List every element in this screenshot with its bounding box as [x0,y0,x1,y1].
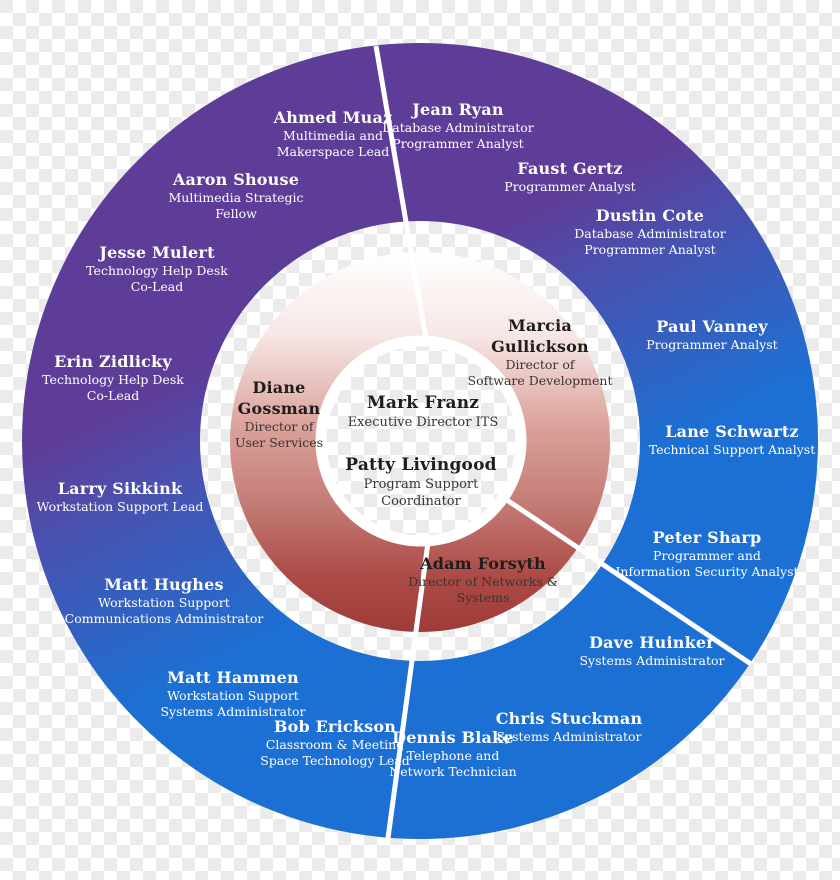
person-name: Dennis Blake [392,728,514,747]
person-name: Mark Franz [366,393,480,413]
person-name: Aaron Shouse [172,170,300,189]
person-title: Systems Administrator [496,729,642,744]
person-title: Programmer and [653,548,761,563]
person-name: Faust Gertz [517,159,623,178]
person-name: Matt Hammen [167,668,299,687]
person-name: Gullickson [491,337,589,356]
person-title: Coordinator [381,494,461,509]
person-title: Communications Administrator [64,610,264,626]
person-name: Peter Sharp [652,528,762,547]
person-title: Technical Support Analyst [648,442,816,457]
person-title: Classroom & Meeting [265,737,405,752]
person-name: Paul Vanney [656,317,768,336]
person-name: Jean Ryan [412,100,504,119]
person-title: Space Technology Lead [260,752,410,768]
person-name: Larry Sikkink [57,479,183,498]
person-title: Database Administrator [574,226,726,241]
person-name: Gossman [237,399,321,418]
person-title: Co-Lead [86,387,140,403]
person-title: Multimedia Strategic [168,190,304,205]
person-name: Dustin Cote [595,206,705,225]
sector-divider-right [496,491,753,667]
outer-ring [22,43,818,839]
center-hole-rim [315,335,527,547]
person-name: Patty Livingood [345,455,497,475]
person-title: Technology Help Desk [86,263,228,278]
person-title: Director of [244,419,314,434]
sector-divider-bottom [385,534,432,839]
person-name: Adam Forsyth [420,554,546,573]
person-title: Programmer Analyst [504,179,636,194]
person-name: Marcia [508,316,572,335]
person-title: Programmer Analyst [584,241,716,257]
person-title: Software Development [467,372,613,388]
person-title: Systems Administrator [579,653,725,668]
person-name: Matt Hughes [104,575,224,594]
person-title: Workstation Support [167,688,299,703]
person-title: Director of Networks & [408,574,558,589]
person-title: Telephone and [406,748,500,763]
person-title: Database Administrator [382,120,534,135]
sector-divider-top [373,45,430,346]
person-title: Systems [456,589,510,605]
person-name: Ahmed Muaz [273,108,393,127]
person-title: Technology Help Desk [42,372,184,387]
center-hole [326,346,516,536]
person-name: Lane Schwartz [665,422,799,441]
person-name: Dave Huinker [589,633,715,652]
person-title: Director of [505,357,575,372]
person-title: Workstation Support [98,595,230,610]
person-name: Jesse Mulert [99,243,215,262]
person-title: Systems Administrator [160,703,306,719]
person-title: Executive Director ITS [347,415,499,430]
person-name: Chris Stuckman [495,709,643,728]
person-name: Bob Erickson [273,717,397,736]
person-title: Programmer Analyst [646,337,778,352]
person-title: Programmer Analyst [392,135,524,151]
person-title: Makerspace Lead [276,143,390,159]
person-title: Network Technician [389,763,517,779]
person-title: Program Support [363,477,479,492]
person-title: User Services [234,434,324,450]
person-title: Co-Lead [130,278,184,294]
person-name: Erin Zidlicky [54,352,172,371]
person-name: Diane [252,378,306,397]
person-title: Information Security Analyst [615,563,799,579]
person-title: Multimedia and [282,128,384,143]
person-title: Fellow [215,205,257,221]
person-title: Workstation Support Lead [36,499,204,514]
